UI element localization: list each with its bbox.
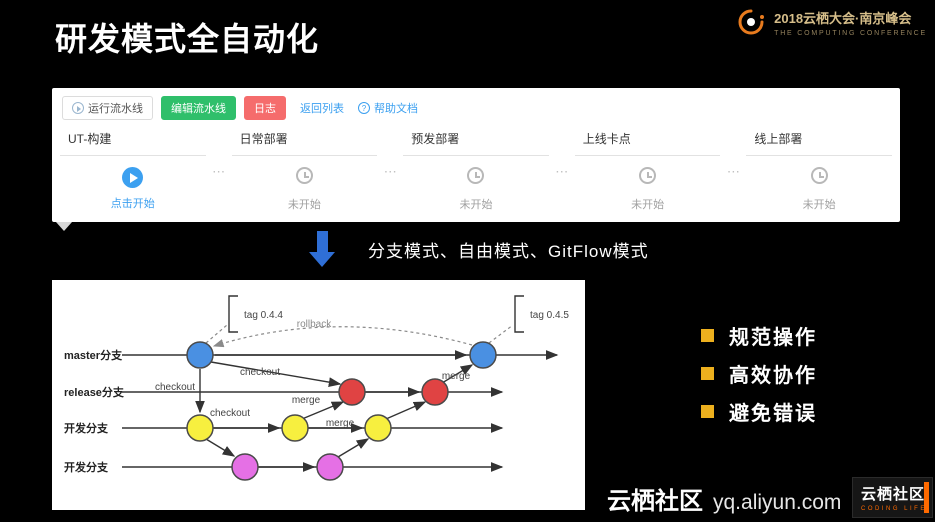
run-pipeline-button[interactable]: 运行流水线 [62, 96, 153, 120]
help-doc-label: 帮助文档 [374, 103, 418, 115]
branch-label-master: master分支 [64, 348, 123, 362]
logo-accent-bar [924, 482, 929, 513]
pipeline-panel: 运行流水线 编辑流水线 日志 返回列表 ? 帮助文档 UT-构建 点击开始 ⋯ … [52, 88, 900, 222]
run-icon [72, 102, 84, 114]
clock-icon [467, 167, 485, 184]
commit-node-dev1-1 [186, 414, 214, 442]
panel-notch [56, 222, 72, 231]
commit-node-dev1-3 [364, 414, 392, 442]
logo-text-en: CODING LIFE [861, 506, 927, 512]
conference-name: 2018云栖大会·南京峰会 [774, 10, 912, 26]
git-branch-lines [122, 350, 559, 472]
back-to-list-link[interactable]: 返回列表 [300, 103, 344, 115]
stage-status: 未开始 [631, 199, 665, 211]
bullet-text: 高效协作 [729, 364, 817, 387]
conference-subtitle: THE COMPUTING CONFERENCE [774, 29, 927, 37]
stage-card-release-gate[interactable]: 上线卡点 未开始 [574, 124, 721, 220]
stage-title: UT-构建 [60, 124, 206, 156]
branch-label-dev1: 开发分支 [64, 421, 109, 435]
pipeline-stages: UT-构建 点击开始 ⋯ 日常部署 未开始 ⋯ 预发部署 未开始 [52, 124, 900, 220]
merge-label-a: merge [292, 395, 321, 406]
help-icon: ? [358, 102, 370, 114]
conference-branding: 2018云栖大会·南京峰会 THE COMPUTING CONFERENCE [736, 7, 927, 37]
stage-status[interactable]: 点击开始 [110, 198, 155, 210]
pipeline-toolbar: 运行流水线 编辑流水线 日志 返回列表 ? 帮助文档 [52, 88, 900, 124]
bullet-item: 高效协作 [701, 354, 817, 392]
commit-node-release-1 [338, 378, 366, 406]
log-button[interactable]: 日志 [244, 96, 286, 120]
checkout-label-b: checkout [155, 382, 195, 393]
merge-label-b: merge [326, 418, 355, 429]
checkout-label-c: checkout [210, 408, 250, 419]
stage-title: 上线卡点 [574, 124, 721, 156]
play-triangle [129, 172, 138, 183]
git-diagram-panel: master分支 release分支 开发分支 开发分支 tag 0.4.4 t… [52, 280, 585, 510]
commit-node-release-2 [421, 378, 449, 406]
community-name: 云栖社区 [607, 488, 703, 515]
commit-node-master-2 [469, 341, 497, 369]
stage-card-daily-deploy[interactable]: 日常部署 未开始 [231, 124, 378, 220]
stage-separator: ⋯ [726, 164, 740, 179]
stage-title: 线上部署 [746, 124, 892, 156]
tag-bracket-left [228, 295, 238, 333]
edit-pipeline-button[interactable]: 编辑流水线 [161, 96, 236, 120]
git-edges [195, 295, 524, 472]
stage-status: 未开始 [802, 199, 836, 211]
bullet-item: 避免错误 [701, 392, 817, 430]
stage-separator: ⋯ [212, 164, 226, 179]
down-arrow-icon [309, 231, 335, 267]
tag-bracket-right [514, 295, 524, 333]
branch-label-dev2: 开发分支 [64, 460, 109, 474]
bullet-text: 避免错误 [729, 402, 817, 425]
merge-label-c: merge [442, 371, 471, 382]
community-url: yq.aliyun.com [713, 491, 842, 514]
stage-separator: ⋯ [555, 164, 569, 179]
stage-card-ut-build[interactable]: UT-构建 点击开始 [60, 124, 206, 220]
branch-label-release: release分支 [64, 385, 125, 399]
tag-label-left: tag 0.4.4 [244, 310, 283, 321]
commit-node-dev1-2 [281, 414, 309, 442]
rollback-label: rollback [297, 319, 332, 330]
git-flow-diagram: master分支 release分支 开发分支 开发分支 tag 0.4.4 t… [64, 295, 569, 481]
footer: 云栖社区 yq.aliyun.com [607, 481, 841, 516]
play-icon[interactable] [122, 167, 144, 188]
logo-text-cn: 云栖社区 [861, 486, 926, 503]
stage-status: 未开始 [287, 199, 321, 211]
commit-node-master-1 [186, 341, 214, 369]
conference-logo-icon [738, 9, 765, 35]
bullet-square-icon [701, 366, 714, 380]
checkout-label-a: checkout [240, 367, 280, 378]
clock-icon [295, 167, 313, 184]
stage-card-pre-release-deploy[interactable]: 预发部署 未开始 [403, 124, 549, 220]
bullet-square-icon [701, 404, 714, 418]
page-title: 研发模式全自动化 [55, 21, 320, 57]
run-pipeline-label: 运行流水线 [88, 103, 143, 115]
bullet-list: 规范操作 高效协作 避免错误 [701, 316, 817, 430]
tag-label-right: tag 0.4.5 [530, 310, 569, 321]
clock-icon [810, 167, 828, 184]
bullet-text: 规范操作 [729, 326, 817, 349]
yunqi-community-logo: 云栖社区 CODING LIFE [852, 477, 933, 518]
stage-card-production-deploy[interactable]: 线上部署 未开始 [746, 124, 892, 220]
bullet-square-icon [701, 328, 714, 342]
git-nodes [186, 341, 497, 481]
stage-title: 日常部署 [231, 124, 378, 156]
stage-status: 未开始 [459, 199, 493, 211]
git-labels: master分支 release分支 开发分支 开发分支 tag 0.4.4 t… [64, 310, 569, 474]
stage-title: 预发部署 [403, 124, 549, 156]
help-doc-link[interactable]: ? 帮助文档 [358, 100, 418, 116]
clock-icon [639, 167, 657, 184]
bullet-item: 规范操作 [701, 316, 817, 354]
commit-node-dev2-2 [316, 453, 344, 481]
modes-caption: 分支模式、自由模式、GitFlow模式 [368, 242, 649, 261]
stage-separator: ⋯ [383, 164, 397, 179]
commit-node-dev2-1 [231, 453, 259, 481]
